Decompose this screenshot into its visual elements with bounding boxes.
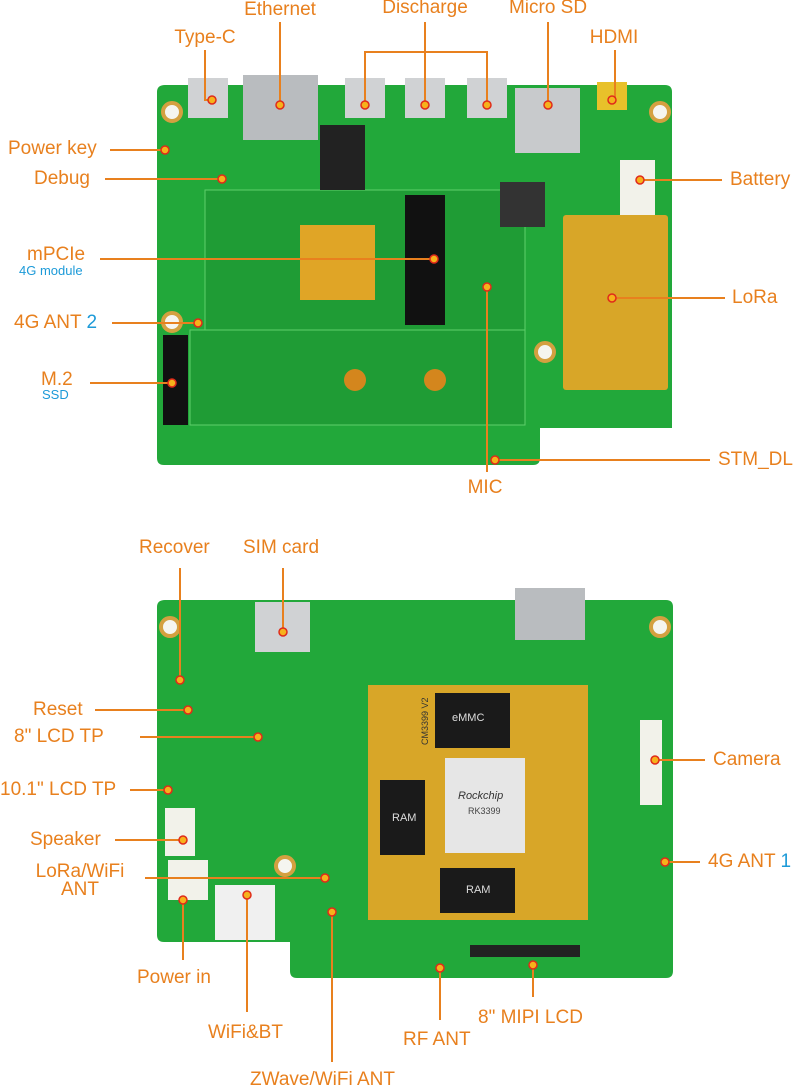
label-mpcie-sub: 4G module bbox=[19, 263, 83, 278]
label-4g-ant-2: 4G ANT 2 bbox=[14, 312, 98, 333]
label-wifi-bt: WiFi&BT bbox=[208, 1022, 283, 1043]
emmc-chip-label: eMMC bbox=[452, 712, 485, 724]
label-rf-ant: RF ANT bbox=[403, 1029, 471, 1050]
soc-chip bbox=[445, 758, 525, 853]
label-power-key: Power key bbox=[8, 138, 97, 159]
label-recover: Recover bbox=[139, 537, 210, 558]
label-lora: LoRa bbox=[732, 287, 778, 308]
label-lora-wifi-ant: LoRa/WiFi bbox=[35, 861, 125, 882]
soc-model: RK3399 bbox=[468, 806, 501, 816]
top-board bbox=[157, 75, 672, 465]
label-m2: M.2 bbox=[41, 369, 73, 390]
ram-chip-label: RAM bbox=[392, 812, 417, 824]
label-sim-card: SIM card bbox=[243, 537, 320, 558]
leader-lines bbox=[90, 22, 725, 1062]
label-type-c: Type-C bbox=[174, 27, 236, 48]
label-mipi-lcd: 8" MIPI LCD bbox=[478, 1007, 583, 1028]
label-speaker: Speaker bbox=[30, 829, 101, 850]
lora-module bbox=[563, 215, 668, 390]
label-10-lcd-tp: 10.1" LCD TP bbox=[0, 779, 117, 800]
label-mic: MIC bbox=[467, 477, 503, 498]
label-8-lcd-tp: 8" LCD TP bbox=[14, 726, 104, 747]
label-micro-sd: Micro SD bbox=[508, 0, 588, 18]
label-discharge: Discharge bbox=[382, 0, 468, 18]
label-stm-dl: STM_DL bbox=[718, 449, 793, 470]
label-lora-wifi-ant-2: ANT bbox=[61, 879, 99, 900]
label-power-in: Power in bbox=[137, 967, 211, 988]
label-reset: Reset bbox=[33, 699, 83, 720]
module-label: CM3399 V2 bbox=[420, 697, 430, 745]
label-battery: Battery bbox=[730, 169, 791, 190]
soc-brand: Rockchip bbox=[458, 790, 504, 802]
label-hdmi: HDMI bbox=[589, 27, 639, 48]
ram-chip-label-2: RAM bbox=[466, 884, 491, 896]
label-ethernet: Ethernet bbox=[244, 0, 316, 20]
label-mpcie: mPCIe bbox=[27, 244, 86, 265]
marker-dots bbox=[160, 95, 670, 973]
label-debug: Debug bbox=[34, 168, 90, 189]
label-m2-sub: SSD bbox=[42, 387, 69, 402]
mpcie-gold-pad bbox=[300, 225, 375, 300]
label-camera: Camera bbox=[713, 749, 781, 770]
bottom-board bbox=[157, 588, 673, 978]
label-zwave-wifi-ant: ZWave/WiFi ANT bbox=[250, 1069, 395, 1090]
label-4g-ant-1: 4G ANT 1 bbox=[708, 851, 792, 872]
